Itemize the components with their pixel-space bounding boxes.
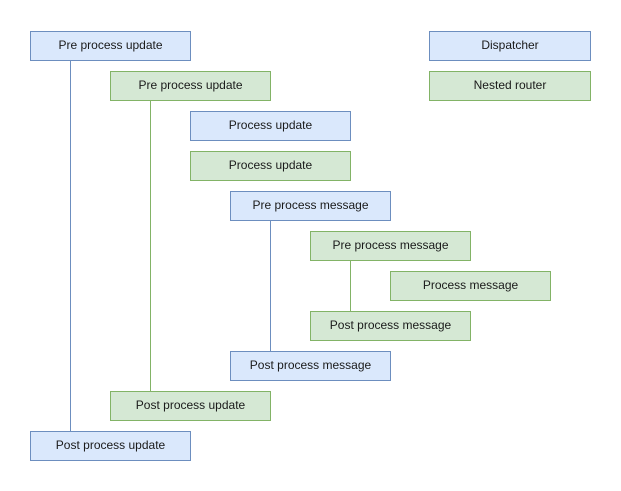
- legend-item-dispatcher-label: Dispatcher: [481, 38, 539, 53]
- node-post-process-update-blue-label: Post process update: [55, 438, 166, 453]
- node-process-update-blue[interactable]: Process update: [190, 111, 351, 141]
- legend-item-nested-router[interactable]: Nested router: [429, 71, 591, 101]
- node-process-update-green[interactable]: Process update: [190, 151, 351, 181]
- node-post-process-message-green-label: Post process message: [329, 318, 452, 333]
- edge-pre-update-green-to-post-update-green: [150, 101, 151, 391]
- node-process-message-green[interactable]: Process message: [390, 271, 551, 301]
- node-post-process-message-blue[interactable]: Post process message: [230, 351, 391, 381]
- node-process-message-green-label: Process message: [422, 278, 519, 293]
- legend-item-nested-router-label: Nested router: [473, 78, 547, 93]
- node-post-process-update-blue[interactable]: Post process update: [30, 431, 191, 461]
- node-pre-process-message-green-label: Pre process message: [332, 238, 449, 253]
- edge-pre-update-blue-to-post-update-blue: [70, 61, 71, 431]
- node-post-process-message-green[interactable]: Post process message: [310, 311, 471, 341]
- edge-pre-message-blue-to-post-message-blue: [270, 221, 271, 351]
- node-pre-process-update-green-label: Pre process update: [138, 78, 243, 93]
- node-pre-process-update-green[interactable]: Pre process update: [110, 71, 271, 101]
- node-process-update-green-label: Process update: [228, 158, 313, 173]
- edge-pre-message-green-to-post-message-green: [350, 261, 351, 311]
- node-pre-process-message-blue[interactable]: Pre process message: [230, 191, 391, 221]
- node-pre-process-message-blue-label: Pre process message: [252, 198, 369, 213]
- node-post-process-update-green-label: Post process update: [135, 398, 246, 413]
- node-pre-process-message-green[interactable]: Pre process message: [310, 231, 471, 261]
- node-post-process-message-blue-label: Post process message: [249, 358, 372, 373]
- node-pre-process-update-blue-label: Pre process update: [58, 38, 163, 53]
- legend-item-dispatcher[interactable]: Dispatcher: [429, 31, 591, 61]
- node-process-update-blue-label: Process update: [228, 118, 313, 133]
- node-post-process-update-green[interactable]: Post process update: [110, 391, 271, 421]
- node-pre-process-update-blue[interactable]: Pre process update: [30, 31, 191, 61]
